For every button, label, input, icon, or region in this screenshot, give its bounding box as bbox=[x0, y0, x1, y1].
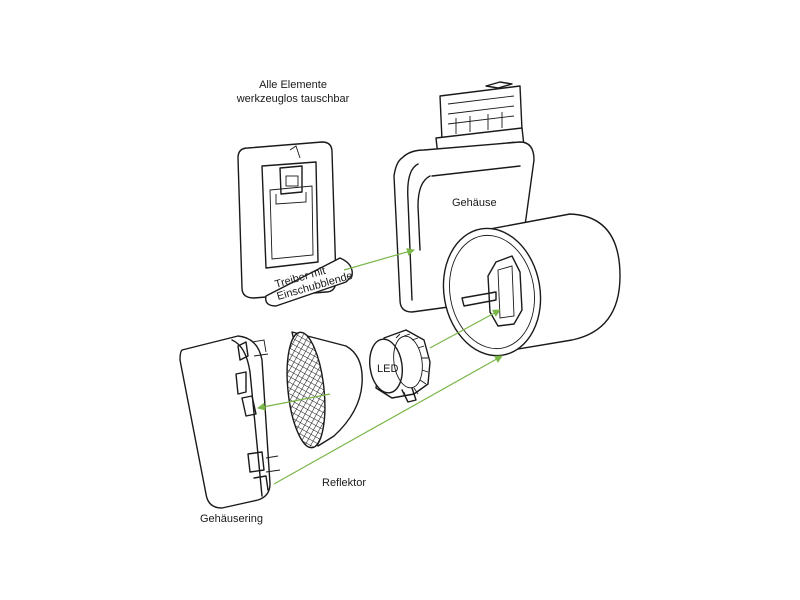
arrow-led-to-cylinder bbox=[429, 309, 501, 349]
cylinder bbox=[442, 213, 621, 357]
housing-ring bbox=[179, 335, 281, 509]
title-line-2: werkzeuglos tauschbar bbox=[236, 93, 350, 105]
arrow-ring-to-cylinder bbox=[273, 355, 503, 485]
led-label: LED bbox=[377, 363, 398, 375]
driver-module: Treiber mit Einschubblende bbox=[237, 141, 354, 307]
assembly-arrows bbox=[257, 248, 503, 485]
led-module: LED bbox=[369, 329, 431, 403]
arrow-driver-to-housing bbox=[343, 248, 415, 271]
title-line-1: Alle Elemente bbox=[259, 79, 327, 91]
reflector bbox=[286, 331, 363, 449]
housing-ring-label: Gehäusering bbox=[200, 513, 263, 525]
arrow-reflector-to-ring bbox=[257, 393, 331, 411]
reflector-label: Reflektor bbox=[322, 477, 366, 489]
housing-label: Gehäuse bbox=[452, 197, 497, 209]
